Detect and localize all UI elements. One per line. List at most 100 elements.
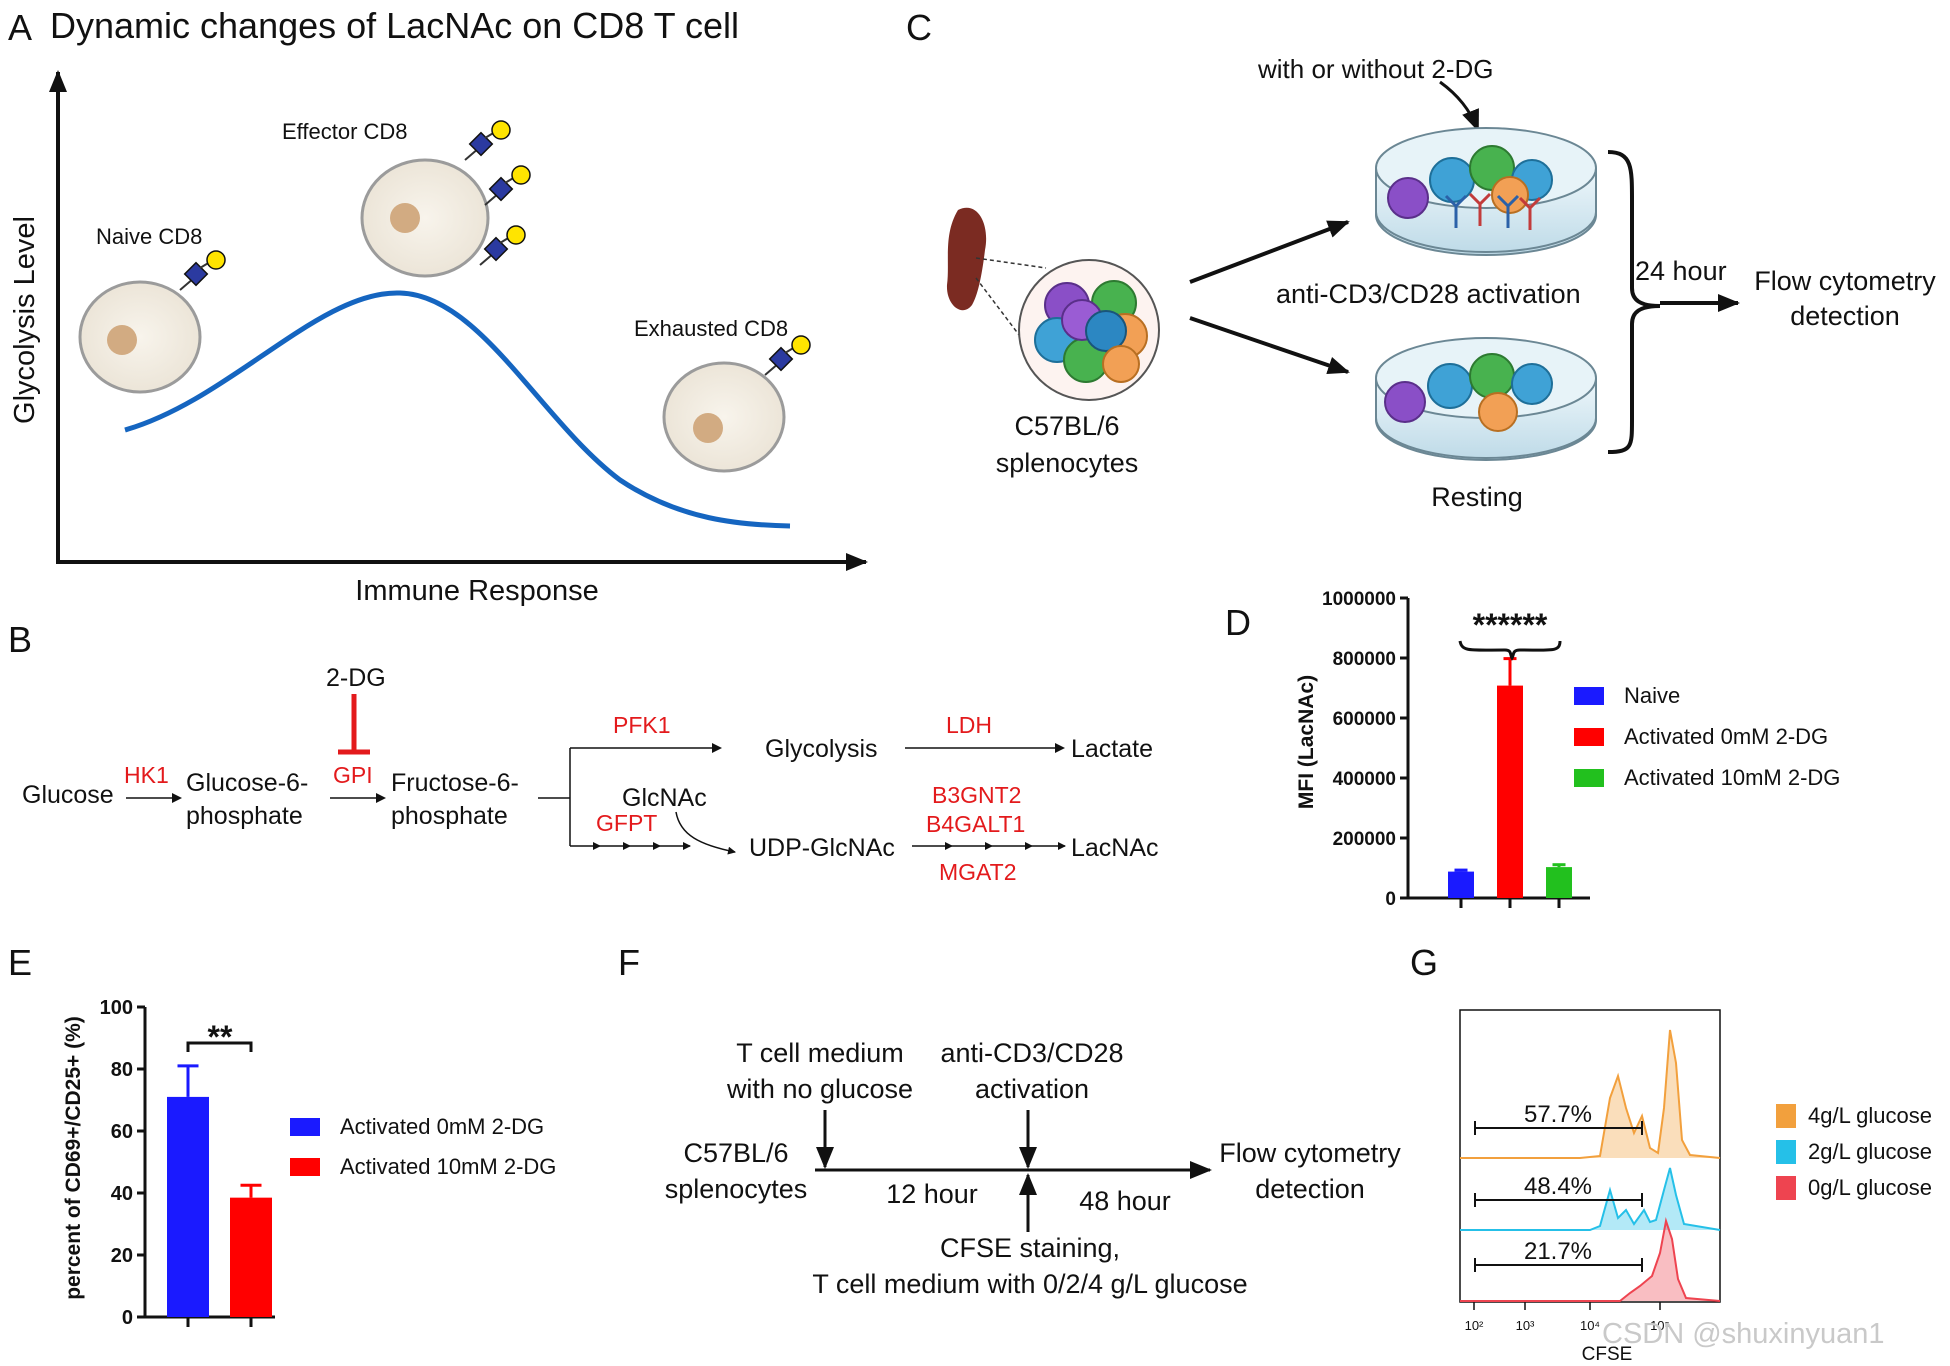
panel-d-y-tick-label: 1000000 xyxy=(1322,589,1396,610)
arrow-to-activation xyxy=(1189,220,1350,284)
staining-label-line1: CFSE staining, xyxy=(940,1233,1120,1263)
metabolite-glcnac: GlcNAc xyxy=(622,784,707,812)
time-label: 24 hour xyxy=(1635,256,1727,286)
enzyme-b4galt1: B4GALT1 xyxy=(926,811,1025,837)
metabolite-lactate: Lactate xyxy=(1071,735,1153,763)
panel-d-y-tick-label: 400000 xyxy=(1333,769,1396,790)
panel-d-y-tick-label: 0 xyxy=(1385,889,1396,910)
panel-e-bars xyxy=(167,1064,272,1317)
panel-e-letter: E xyxy=(8,942,32,983)
treatment-label: with or without 2-DG xyxy=(1257,54,1494,84)
watermark: CSDN @shuxinyuan1 xyxy=(1602,1318,1885,1350)
panel-d-legend-label-2: Activated 0mM 2-DG xyxy=(1624,724,1828,749)
time-label-12h: 12 hour xyxy=(886,1179,978,1209)
medium-label-line2: with no glucose xyxy=(726,1074,913,1104)
gate-percent-3: 21.7% xyxy=(1524,1238,1592,1265)
panel-a-ylabel: Glycolysis Level xyxy=(9,216,41,424)
legend-label-1: 4g/L glucose xyxy=(1808,1103,1932,1128)
arrow-to-resting xyxy=(1189,316,1350,375)
panel-e-y-tick-label: 40 xyxy=(111,1183,133,1205)
enzyme-hk1: HK1 xyxy=(124,762,169,788)
time-label-48h: 48 hour xyxy=(1079,1186,1171,1216)
cfse-x-tick-label: 10⁴ xyxy=(1580,1318,1600,1333)
activation-dish xyxy=(1375,127,1597,256)
panel-e-y-tick-label: 20 xyxy=(111,1245,133,1267)
panel-a-xlabel: Immune Response xyxy=(355,575,598,607)
resting-dish xyxy=(1375,337,1597,461)
f-readout-line1: Flow cytometry xyxy=(1219,1138,1401,1168)
panel-e-y-tick-label: 100 xyxy=(100,997,133,1019)
enzyme-pfk1: PFK1 xyxy=(613,712,671,738)
legend-swatch-3 xyxy=(1776,1176,1796,1200)
enzyme-mgat2: MGAT2 xyxy=(939,859,1017,885)
panel-e-bar-2 xyxy=(230,1197,272,1317)
treatment-arrow xyxy=(1439,80,1480,132)
source-label-line1: C57BL/6 xyxy=(1014,411,1119,441)
readout-label-line1: Flow cytometry xyxy=(1754,266,1936,296)
panel-d-legend-label-1: Naive xyxy=(1624,683,1680,708)
panel-a-title: Dynamic changes of LacNAc on CD8 T cell xyxy=(50,5,739,46)
exhausted-cd8-label: Exhausted CD8 xyxy=(634,316,788,341)
panel-e-y-tick-label: 60 xyxy=(111,1121,133,1143)
metabolite-lacnac: LacNAc xyxy=(1071,834,1159,862)
panel-d-bar-3 xyxy=(1546,867,1572,898)
gate-percent-2: 48.4% xyxy=(1524,1173,1592,1200)
activation-label: anti-CD3/CD28 activation xyxy=(1276,279,1581,309)
panel-c: C with or without 2-DG C57BL/6 splenocyt… xyxy=(906,7,1936,512)
panel-d-y-tick-label: 200000 xyxy=(1333,829,1396,850)
panel-d-legend-swatch-1 xyxy=(1574,687,1604,705)
metabolite-glucose: Glucose xyxy=(22,781,114,809)
panel-d-legend-label-3: Activated 10mM 2-DG xyxy=(1624,765,1840,790)
f-source-line1: C57BL/6 xyxy=(683,1138,788,1168)
panel-d-bars xyxy=(1448,657,1572,898)
metabolite-g6p-line2: phosphate xyxy=(186,802,303,830)
cfse-histograms: 57.7%48.4%21.7% xyxy=(1460,1029,1721,1302)
panel-e-y-tick-label: 0 xyxy=(122,1307,133,1329)
medium-label-line1: T cell medium xyxy=(736,1038,904,1068)
panel-f: F T cell medium with no glucose anti-CD3… xyxy=(618,942,1401,1299)
metabolite-f6p-line1: Fructose-6- xyxy=(391,769,519,797)
panel-d-ylabel: MFI (LacNAc) xyxy=(1295,675,1318,809)
cfse-xlabel: CFSE xyxy=(1582,1344,1633,1365)
panel-e-bar-1 xyxy=(167,1096,209,1317)
panel-c-letter: C xyxy=(906,7,932,48)
activation-label-line1: anti-CD3/CD28 xyxy=(940,1038,1123,1068)
legend-label-3: 0g/L glucose xyxy=(1808,1175,1932,1200)
effector-cd8-label: Effector CD8 xyxy=(282,119,408,144)
panel-b: B 2-DG Glucose HK1 Glucose-6- phosphate … xyxy=(8,619,1159,885)
histogram-fill-2 xyxy=(1460,1168,1720,1230)
panel-g-letter: G xyxy=(1410,942,1438,983)
cfse-x-tick-label: 10⁵ xyxy=(1650,1318,1670,1333)
histogram-line-3 xyxy=(1460,1217,1721,1302)
f-readout-line2: detection xyxy=(1255,1174,1365,1204)
panel-d-bar-2 xyxy=(1497,685,1523,898)
panel-d-y-tick-label: 600000 xyxy=(1333,709,1396,730)
metabolite-f6p-line2: phosphate xyxy=(391,802,508,830)
source-label-line2: splenocytes xyxy=(996,448,1139,478)
metabolite-udp-glcnac: UDP-GlcNAc xyxy=(749,834,895,862)
panel-d-axes: 0 200000 400000 600000 800000 1000000 xyxy=(1322,589,1590,910)
panel-d-y-tick-label: 800000 xyxy=(1333,649,1396,670)
cfse-x-tick-label: 10² xyxy=(1465,1318,1484,1333)
legend-swatch-2 xyxy=(1776,1140,1796,1164)
spleen-icon xyxy=(946,207,1160,401)
panel-d-bar-1 xyxy=(1448,871,1474,898)
panel-a: A Dynamic changes of LacNAc on CD8 T cel… xyxy=(8,5,868,607)
exhausted-cd8-cell: Exhausted CD8 xyxy=(634,316,811,473)
cfse-x-tick-label: 10³ xyxy=(1516,1318,1535,1333)
panel-a-letter: A xyxy=(8,7,32,48)
panel-e-significance: ** xyxy=(186,1019,253,1055)
panel-e-legend-label-2: Activated 10mM 2-DG xyxy=(340,1154,556,1179)
inhibitor-2dg: 2-DG xyxy=(326,664,386,692)
effector-cd8-cell: Effector CD8 xyxy=(282,119,531,278)
arrow-glcnac-input xyxy=(675,811,736,855)
enzyme-gpi: GPI xyxy=(333,762,373,788)
panel-e-legend-swatch-2 xyxy=(290,1158,320,1176)
panel-f-letter: F xyxy=(618,942,640,983)
naive-cd8-cell: Naive CD8 xyxy=(78,224,226,394)
enzyme-ldh: LDH xyxy=(946,712,992,738)
